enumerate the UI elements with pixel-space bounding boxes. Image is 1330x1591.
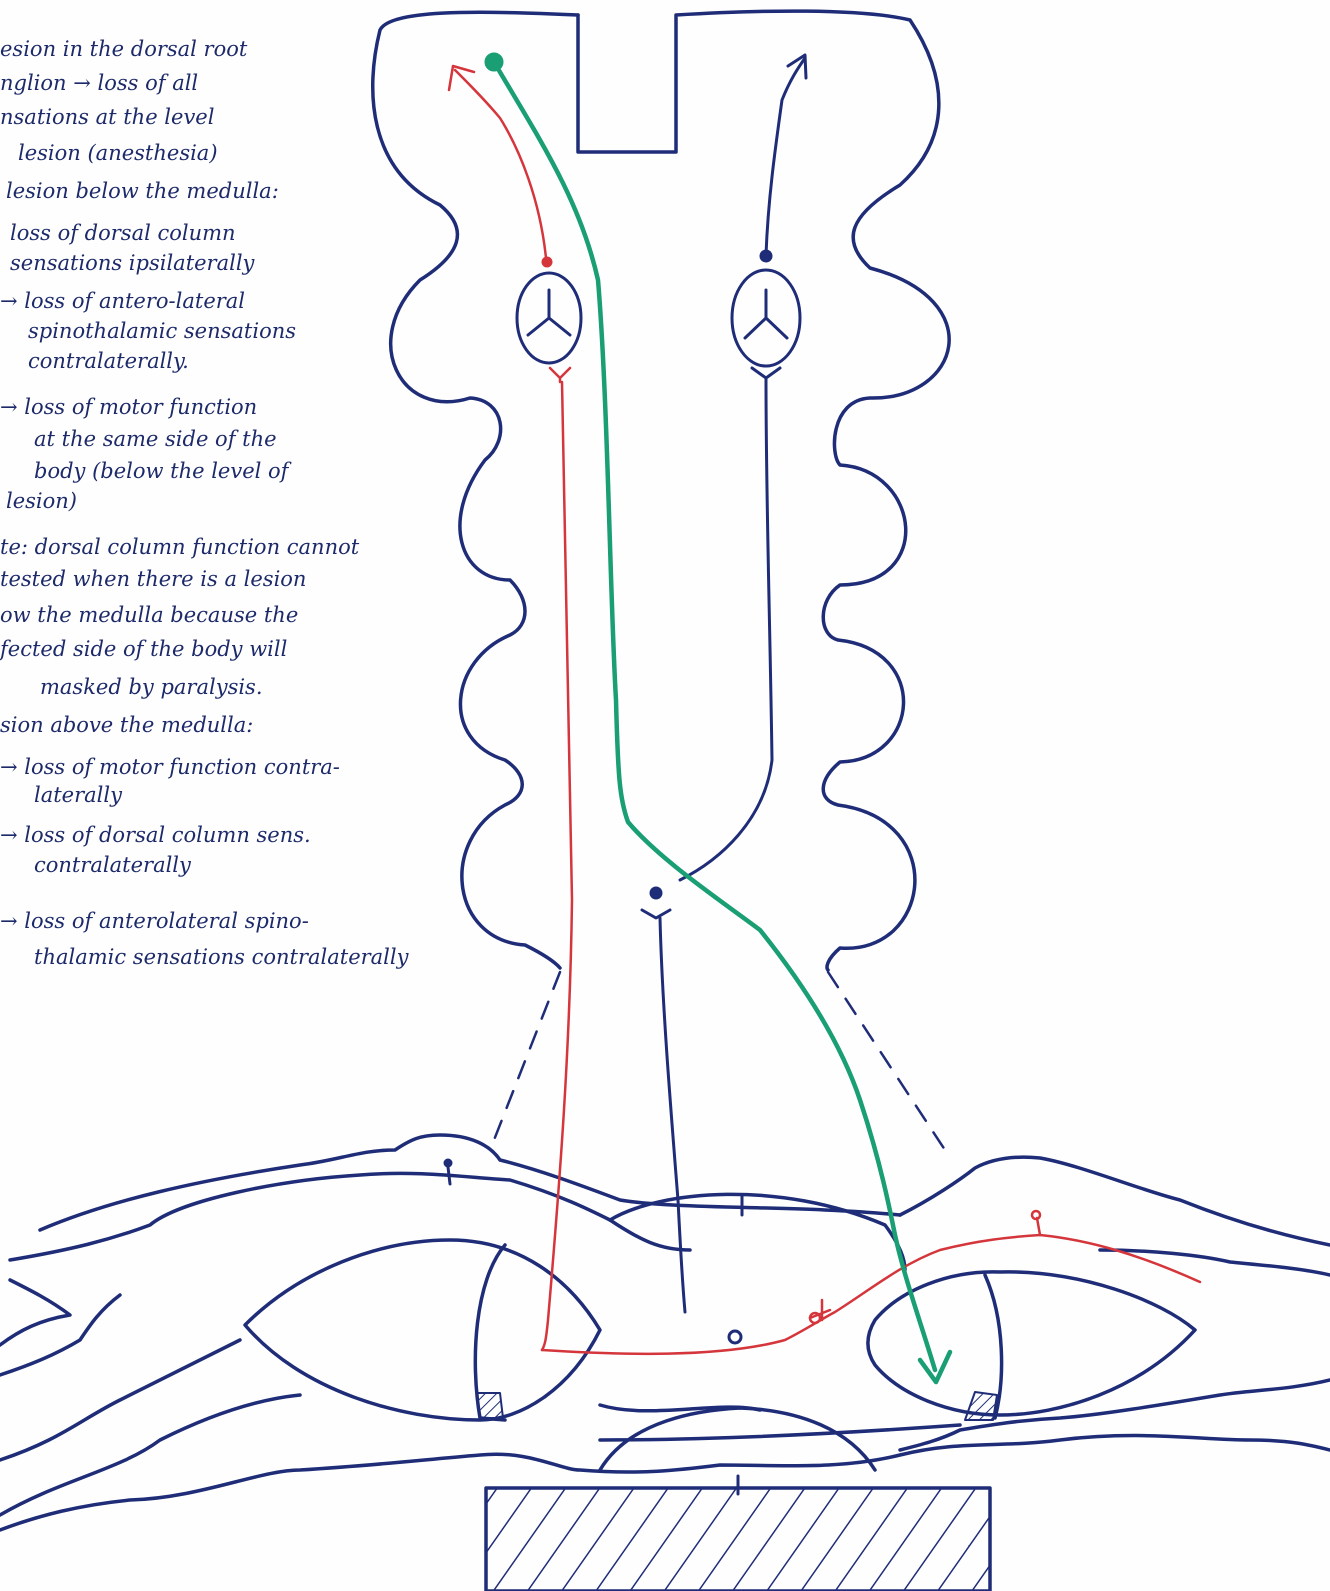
cord-right-oval (868, 1272, 1195, 1415)
blue-neuron-dot-lower (650, 887, 662, 899)
hatched-corner-left (477, 1393, 503, 1418)
cord-center-top-dome (610, 1194, 905, 1270)
ganglion-left-marker (448, 1167, 450, 1184)
red-ascending-top (455, 70, 546, 258)
cord-left-upper-arc (40, 1135, 900, 1230)
red-descending-long (542, 382, 572, 1350)
red-ganglion-marker (1037, 1218, 1040, 1235)
blue-descending-right (680, 380, 772, 880)
left-nucleus (517, 273, 581, 363)
cord-left-wing-top (0, 1280, 70, 1345)
blue-synapse-y-right (752, 368, 780, 380)
projection-left (494, 972, 560, 1140)
right-nucleus (732, 270, 800, 366)
vertebral-body-hatched (486, 1488, 990, 1591)
cord-left-lower-arc (0, 1340, 760, 1460)
red-synapse-y (550, 368, 570, 382)
blue-descending-cord (660, 918, 685, 1312)
red-crossing-cord (542, 1235, 1200, 1354)
blue-ascending-upper (766, 58, 805, 255)
blue-neuron-dot-upper (760, 250, 772, 262)
cord-right-lower-arc (1100, 1250, 1330, 1275)
hatched-corner-right (965, 1392, 997, 1420)
red-neuron-dot (542, 257, 552, 267)
cord-right-upper-arc (900, 1157, 1330, 1245)
blue-synapse-y-lower (642, 910, 670, 918)
central-canal (729, 1331, 741, 1343)
ganglion-left-dot (444, 1159, 452, 1167)
red-ganglion-dot (1032, 1211, 1040, 1219)
